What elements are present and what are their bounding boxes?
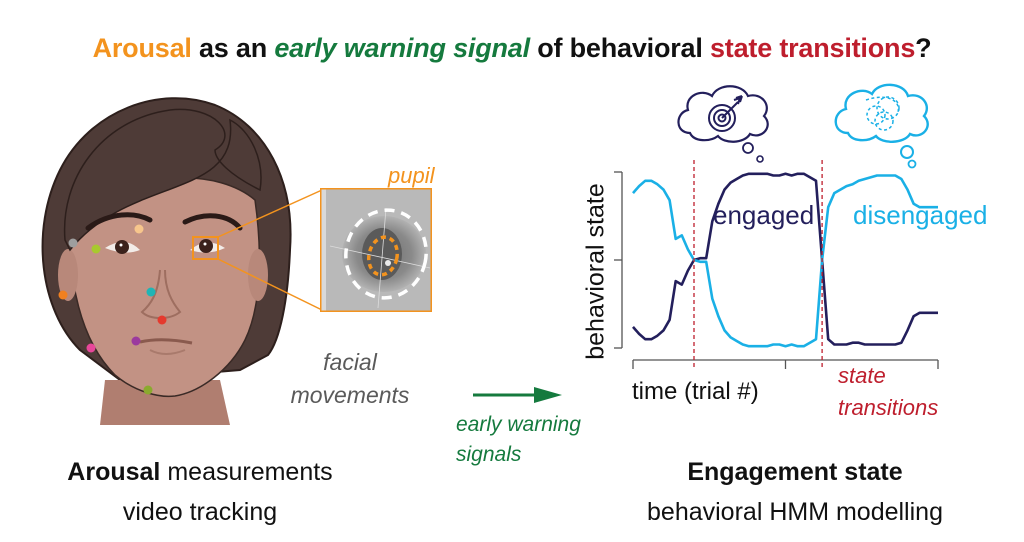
- title-state-transitions: state transitions: [709, 33, 916, 63]
- eye-left-iris: [115, 240, 129, 254]
- title-early-warning: early warning signal: [274, 33, 530, 63]
- title-text-1: as an: [191, 33, 275, 63]
- title-text-2: of behavioral: [529, 33, 710, 63]
- ews-label-line1: early warning: [456, 413, 581, 436]
- early-warning-arrow: [473, 387, 562, 403]
- early-warning-label: early warning signals: [456, 410, 581, 470]
- series-line-engaged: [632, 172, 938, 346]
- landmark-dot: [58, 290, 68, 300]
- ear-left: [58, 249, 78, 301]
- arousal-caption-bold: Arousal: [67, 458, 161, 486]
- hair-fringe: [63, 108, 262, 252]
- neck: [100, 380, 230, 425]
- state-transitions-line2: transitions: [838, 395, 939, 420]
- landmark-dot: [131, 336, 141, 346]
- thought-bubble-engaged: [677, 85, 769, 163]
- thought-bubble-disengaged: [834, 83, 929, 169]
- facial-label-line2: movements: [290, 382, 410, 408]
- landmark-dot: [157, 315, 167, 325]
- state-transitions-label: state transitions: [838, 360, 938, 424]
- eye-zoom-box: [192, 236, 219, 260]
- mouth: [139, 338, 193, 345]
- state-transitions-line1: state: [838, 363, 886, 388]
- landmark-dot: [86, 343, 96, 353]
- tangled-thoughts-icon: [865, 96, 900, 131]
- landmark-dot: [143, 385, 153, 395]
- ews-label-line2: signals: [456, 443, 522, 466]
- eyebrow-left: [85, 212, 153, 231]
- landmark-dot: [68, 238, 78, 248]
- facial-label-line1: facial: [323, 349, 377, 375]
- eye-right-iris: [199, 239, 213, 253]
- landmark-dot: [146, 287, 156, 297]
- ear-right: [248, 249, 268, 301]
- title-question-mark: ?: [915, 33, 932, 63]
- chart-xlabel: time (trial #): [632, 378, 759, 405]
- arousal-caption: Arousal measurements video tracking: [30, 452, 370, 532]
- engagement-caption-heading: Engagement state: [687, 458, 903, 486]
- landmark-dot: [91, 244, 101, 254]
- arousal-caption-rest: measurements: [160, 458, 333, 486]
- engagement-caption: Engagement state behavioral HMM modellin…: [590, 452, 1000, 532]
- title-arousal: Arousal: [92, 33, 192, 63]
- facial-landmarks: [58, 224, 167, 395]
- eyebrow-right: [182, 213, 243, 231]
- behavioral-state-chart: [614, 160, 939, 370]
- series-label-disengaged: disengaged: [853, 200, 988, 230]
- chart-ylabel: behavioral state: [581, 183, 610, 360]
- pupil-outline: [366, 235, 400, 277]
- series-line-disengaged: [632, 174, 938, 348]
- pupil-label: pupil: [388, 163, 435, 188]
- arousal-subcaption: video tracking: [122, 498, 278, 526]
- engagement-subcaption: behavioral HMM modelling: [647, 498, 943, 526]
- iris-outline: [344, 208, 428, 300]
- facial-movements-label: facial movements: [250, 346, 450, 412]
- landmark-dot: [134, 224, 144, 234]
- face-illustration: [41, 97, 292, 425]
- figure-title: Arousal as an early warning signal of be…: [0, 33, 1024, 64]
- pupil-tracking-image: [320, 188, 432, 312]
- series-label-engaged: engaged: [713, 200, 815, 230]
- target-icon: [708, 95, 743, 132]
